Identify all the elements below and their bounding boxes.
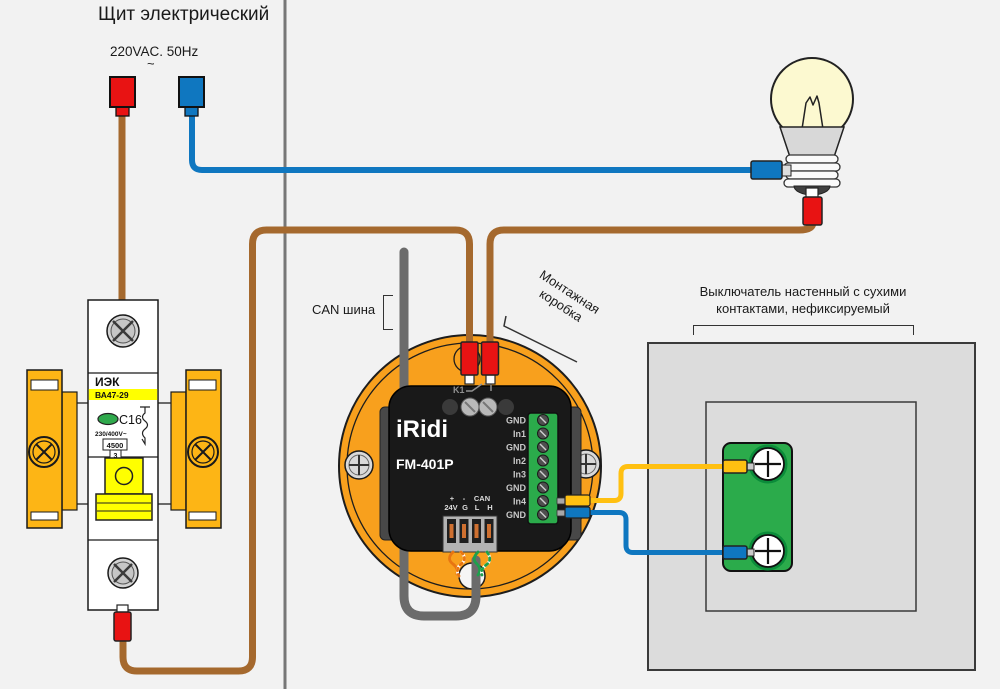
relay-ferrule-left	[460, 341, 479, 376]
breaker-section-lines	[88, 372, 158, 541]
ac-symbol: ~	[147, 56, 155, 71]
terminal-label: In4	[513, 497, 526, 507]
breaker-handle	[95, 493, 153, 521]
can-wire-white-green-stripe	[480, 550, 492, 577]
mounting-box-pointer-line	[503, 315, 578, 363]
terminal-label: GND	[506, 483, 527, 493]
bus-label-l: L	[475, 503, 480, 512]
ferrule-tip	[746, 462, 755, 471]
bus-label-minus: -	[463, 494, 466, 503]
neutral-terminal-block	[178, 76, 205, 108]
bulb-filament	[799, 95, 826, 143]
terminal-label: GND	[506, 416, 527, 426]
lamp-phase-ferrule	[802, 196, 823, 226]
power-wires	[118, 112, 817, 675]
switch-ferrule-blue	[722, 545, 748, 560]
switch-ferrule-yellow	[722, 459, 748, 474]
supply-terminals	[109, 76, 205, 117]
bus-label-h: H	[487, 503, 492, 512]
wall-switch-label: Выключатель настенный с сухими контактам…	[661, 284, 945, 318]
handle-grip-lines	[97, 502, 151, 512]
switch-screw-bottom	[748, 531, 788, 571]
switch-signal-wires	[588, 464, 723, 555]
wall-switch-label-line2: контактами, нефиксируемый	[716, 300, 890, 316]
neutral-ferrule-tip	[781, 164, 792, 177]
neutral-wire-supply-to-lamp	[189, 114, 752, 173]
light-bulb	[750, 57, 854, 226]
terminal-label: In2	[513, 456, 526, 466]
din-clamp-left	[26, 369, 63, 529]
breaker-model-strip	[88, 389, 158, 400]
bus-label-24v: 24V	[444, 503, 457, 512]
can-bus-cable	[399, 247, 481, 621]
gnd-ferrule-blue	[564, 506, 591, 519]
toggle-hole	[114, 466, 134, 486]
can-wire-green	[472, 550, 482, 577]
bulb-thread-base	[783, 154, 841, 188]
module-model: FM-401P	[396, 456, 454, 472]
breaker-terminal-screw-top	[106, 314, 140, 348]
breaker-model: ВА47-29	[95, 390, 129, 400]
in4-ferrule-yellow	[564, 494, 591, 507]
fm401p-module: K1 iRidi FM-401P GND In1 GND In2 In	[379, 341, 582, 578]
ferrule-tip	[746, 548, 755, 557]
breaker-output-ferrule	[113, 611, 132, 642]
relay-terminal-screws	[442, 397, 514, 417]
lamp-neutral-ferrule	[750, 160, 783, 180]
relay-input-terminals	[460, 341, 500, 385]
can-wire-white-orange-stripe	[456, 550, 466, 578]
bulb-neck	[778, 126, 846, 158]
signal-wire-blue	[588, 510, 723, 555]
breaking-capacity: 4500	[107, 441, 124, 450]
can-bus-label: CAN шина	[312, 302, 376, 317]
supply-voltage-label: 220VAC. 50Hz	[110, 44, 199, 59]
bus-label-plus: +	[450, 494, 455, 503]
din-clamp-inner-right	[170, 391, 187, 511]
breaker-rating: C16	[119, 413, 142, 427]
breaker-brand: ИЭК	[95, 375, 120, 389]
relay-label: K1	[453, 385, 465, 395]
breaker-indicator	[97, 412, 119, 426]
mounting-screw-left	[344, 450, 374, 480]
breaker-voltage: 230/400V~	[95, 431, 127, 438]
can-bus-bracket	[383, 295, 393, 330]
breaker-terminal-screw-bottom	[107, 557, 139, 589]
can-twisted-pairs	[448, 550, 492, 578]
relay-ferrule-right	[480, 341, 500, 376]
ferrule-tip	[485, 374, 496, 385]
bus-label-g: G	[462, 503, 468, 512]
panel-title: Щит электрический	[98, 4, 270, 25]
din-clamp-right	[185, 369, 222, 529]
wall-switch-box	[647, 342, 976, 671]
selectivity-class: 3	[114, 453, 118, 460]
circuit-breaker: ИЭК ВА47-29 C16 230/400V~ 4500 3	[26, 299, 222, 642]
din-clamp-inner-left	[61, 391, 78, 511]
module-output-ferrules	[556, 494, 591, 519]
input-terminal-labels: GND In1 GND In2 In3 GND In4 GND	[506, 416, 527, 521]
module-brand: iRidi	[396, 416, 448, 443]
phase-terminal-block	[109, 76, 136, 108]
wall-switch-bracket	[693, 325, 914, 335]
terminal-label: In1	[513, 429, 526, 439]
terminal-label: GND	[506, 510, 527, 520]
terminal-label: In3	[513, 470, 526, 480]
ferrule-tip	[464, 374, 475, 385]
bus-terminal-labels: + - CAN 24V G L H	[444, 494, 492, 512]
switch-screw-top	[748, 444, 788, 484]
bus-connector	[442, 515, 498, 553]
trip-curve-symbol	[140, 406, 150, 447]
signal-wire-yellow	[588, 464, 723, 503]
phase-wire-breaker-to-module	[119, 226, 473, 675]
wall-switch-label-line1: Выключатель настенный с сухими	[699, 284, 907, 299]
input-terminal-screws	[537, 414, 549, 521]
bus-label-can: CAN	[474, 494, 490, 503]
terminal-label: GND	[506, 443, 527, 453]
switch-terminal-block	[722, 442, 793, 572]
